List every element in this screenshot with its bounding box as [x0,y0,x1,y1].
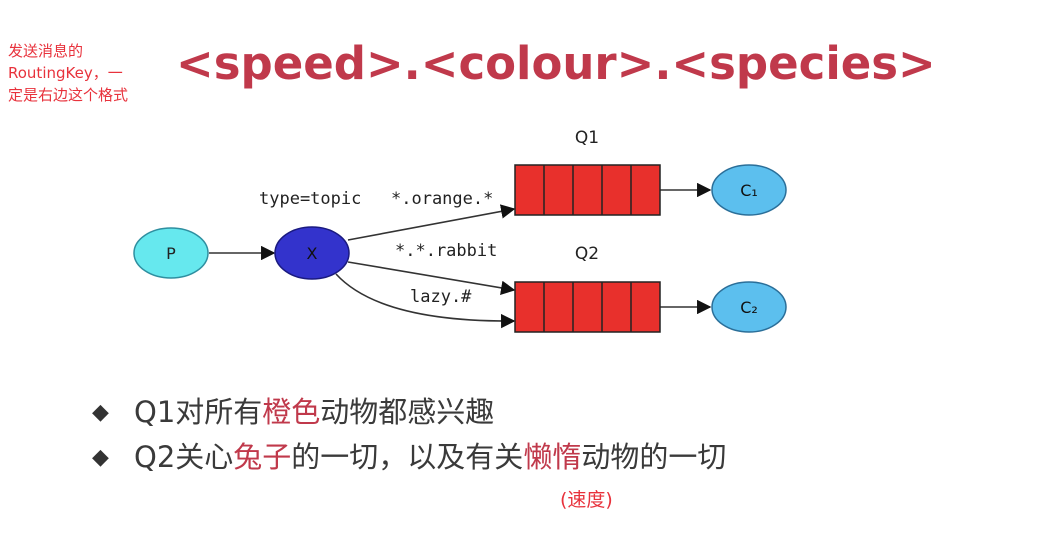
bullet-q1-suffix: 动物都感兴趣 [320,395,495,429]
queue1-label: Q1 [575,128,599,148]
binding-q2-rabbit-label: *.*.rabbit [395,241,497,261]
routing-key-format-title: <speed>.<colour>.<species> [176,37,936,90]
diamond-bullet-icon: ◆ [92,445,109,470]
consumer1-node: C₁ [711,164,787,216]
consumer1-circle [711,164,787,216]
bullet-q1: ◆ Q1对所有橙色动物都感兴趣 [92,390,726,435]
exchange-label: X [307,244,318,263]
binding-q2-lazy-label: lazy.# [410,287,472,307]
edge-exchange-q2-rabbit [347,261,516,295]
binding-q1-label: *.orange.* [391,189,493,209]
queue1-box [514,164,661,216]
consumer1-label: C₁ [740,181,758,200]
queue2-label: Q2 [575,244,599,264]
bullet-q2-middle: 的一切，以及有关 [291,440,524,474]
producer-circle [133,227,209,279]
producer-label: P [166,244,176,263]
bullet-q2-suffix: 动物的一切 [581,440,727,474]
bullet-q2: ◆ Q2关心兔子的一切，以及有关懒惰动物的一切 [92,435,726,480]
consumer2-label: C₂ [740,298,758,317]
exchange-type-label: type=topic [259,189,361,209]
routing-key-note: 发送消息的 RoutingKey，一 定是右边这个格式 [8,42,129,104]
edge-exchange-q1 [347,204,516,241]
bullet-q1-prefix: Q1对所有 [134,395,263,429]
producer-node: P [133,227,209,279]
bullet-q2-highlight2: 懒惰 [523,440,582,474]
speed-footnote: (速度) [560,489,613,511]
exchange-circle [274,226,350,280]
bullet-q2-highlight: 兔子 [233,440,292,474]
edge-exchange-q2-lazy [335,273,516,329]
queue1 [514,164,661,216]
queue2-box [514,281,661,333]
consumer2-circle [711,281,787,333]
queue2 [514,281,661,333]
exchange-node: X [274,226,350,280]
bullet-q2-prefix: Q2关心 [134,440,234,474]
bullet-q1-highlight: 橙色 [262,395,321,429]
diamond-bullet-icon: ◆ [92,400,109,425]
explanation-list: ◆ Q1对所有橙色动物都感兴趣 ◆ Q2关心兔子的一切，以及有关懒惰动物的一切 [92,390,726,480]
consumer2-node: C₂ [711,281,787,333]
